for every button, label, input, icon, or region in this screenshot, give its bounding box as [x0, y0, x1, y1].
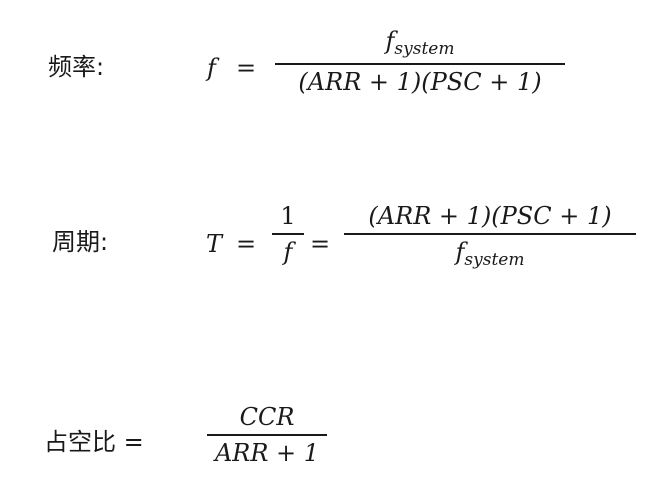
- duty-cycle-numerator: CCR: [239, 403, 295, 431]
- period-reciprocal-numerator: 1: [280, 202, 296, 230]
- period-reciprocal-fraction-bar: [272, 233, 304, 235]
- duty-cycle-fraction: CCR ARR + 1: [207, 405, 327, 465]
- duty-cycle-fraction-bar: [207, 434, 327, 436]
- frequency-numerator-subscript: system: [394, 39, 455, 59]
- frequency-numerator: fsystem: [382, 29, 459, 63]
- period-reciprocal-denominator: f: [283, 237, 293, 266]
- frequency-equals-sign: =: [236, 54, 257, 82]
- period-main-denominator-base: f: [455, 237, 465, 266]
- period-main-denominator: fsystem: [452, 235, 529, 269]
- frequency-numerator-base: f: [385, 27, 395, 55]
- frequency-label: 频率:: [48, 53, 105, 81]
- frequency-fraction: fsystem (ARR + 1)(PSC + 1): [275, 29, 565, 94]
- period-main-denominator-subscript: system: [464, 249, 525, 270]
- frequency-variable: f: [207, 54, 216, 82]
- period-equals-sign-1: =: [236, 230, 257, 258]
- duty-cycle-label: 占空比 =: [44, 428, 144, 456]
- period-variable: T: [206, 230, 223, 258]
- frequency-denominator: (ARR + 1)(PSC + 1): [298, 67, 542, 96]
- period-equals-sign-2: =: [310, 230, 331, 258]
- period-label: 周期:: [52, 228, 109, 256]
- period-main-fraction-bar: [344, 233, 636, 235]
- period-reciprocal-fraction: 1 f: [272, 204, 304, 264]
- duty-cycle-denominator: ARR + 1: [214, 438, 320, 467]
- period-main-fraction: (ARR + 1)(PSC + 1) fsystem: [344, 204, 636, 269]
- period-main-numerator: (ARR + 1)(PSC + 1): [368, 202, 612, 230]
- frequency-fraction-bar: [275, 63, 565, 65]
